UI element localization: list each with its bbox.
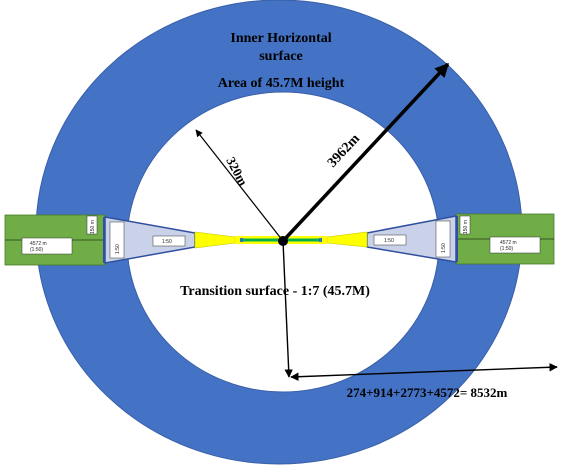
approach-fan-label-right: 1:50 bbox=[441, 243, 447, 253]
approach-width-label-right: 150 m bbox=[463, 220, 469, 234]
approach-length-sub-left: (1:50) bbox=[30, 247, 43, 253]
approach-fan-label-left: 1:50 bbox=[115, 244, 121, 254]
total-distance-arrow bbox=[290, 363, 558, 381]
title-line2: surface bbox=[259, 49, 303, 64]
approach-length-box-left bbox=[21, 237, 73, 255]
radius-inner-label: 320m bbox=[223, 154, 251, 188]
transition-wedge-right bbox=[326, 231, 368, 248]
approach-slope-box-left bbox=[152, 235, 186, 247]
total-distance-label: 274+914+2773+4572= 8532m bbox=[347, 385, 508, 400]
approach-width-box-left bbox=[86, 215, 98, 235]
approach-surface-left: 4572 m (1:50) 150 m 1:50 1:50 bbox=[4, 214, 196, 266]
radius-inner-arrow bbox=[195, 129, 284, 242]
radius-down-arrow bbox=[282, 240, 293, 378]
transition-wedge-left bbox=[194, 231, 236, 249]
approach-length-sub-right: (1:50) bbox=[500, 246, 513, 252]
approach-slope-box-right bbox=[373, 234, 407, 246]
approach-width-box-right bbox=[459, 215, 471, 235]
approach-surface-right: 4572 m (1:50) 150 m 1:50 1:50 bbox=[366, 213, 555, 265]
radius-outer-arrow bbox=[281, 62, 450, 243]
title-line1: Inner Horizontal bbox=[230, 31, 331, 46]
transition-surface-label: Transition surface - 1:7 (45.7M) bbox=[180, 284, 370, 299]
approach-length-box-right bbox=[489, 236, 541, 254]
approach-width-label-left: 150 m bbox=[90, 220, 96, 234]
approach-fan-width-box-left bbox=[109, 221, 125, 259]
radius-outer-label: 3962m bbox=[325, 131, 363, 170]
runway-threshold-right bbox=[319, 238, 322, 242]
aerodrome-reference-point bbox=[278, 236, 288, 246]
approach-slope-label-right: 1:50 bbox=[384, 238, 394, 244]
area-label: Area of 45.7M height bbox=[218, 76, 345, 91]
runway-threshold-left bbox=[240, 238, 243, 242]
approach-fan-width-box-right bbox=[435, 220, 451, 258]
approach-length-label-right: 4572 m bbox=[500, 240, 517, 246]
approach-length-label-left: 4572 m bbox=[30, 241, 47, 247]
approach-slope-label-left: 1:50 bbox=[162, 239, 172, 245]
